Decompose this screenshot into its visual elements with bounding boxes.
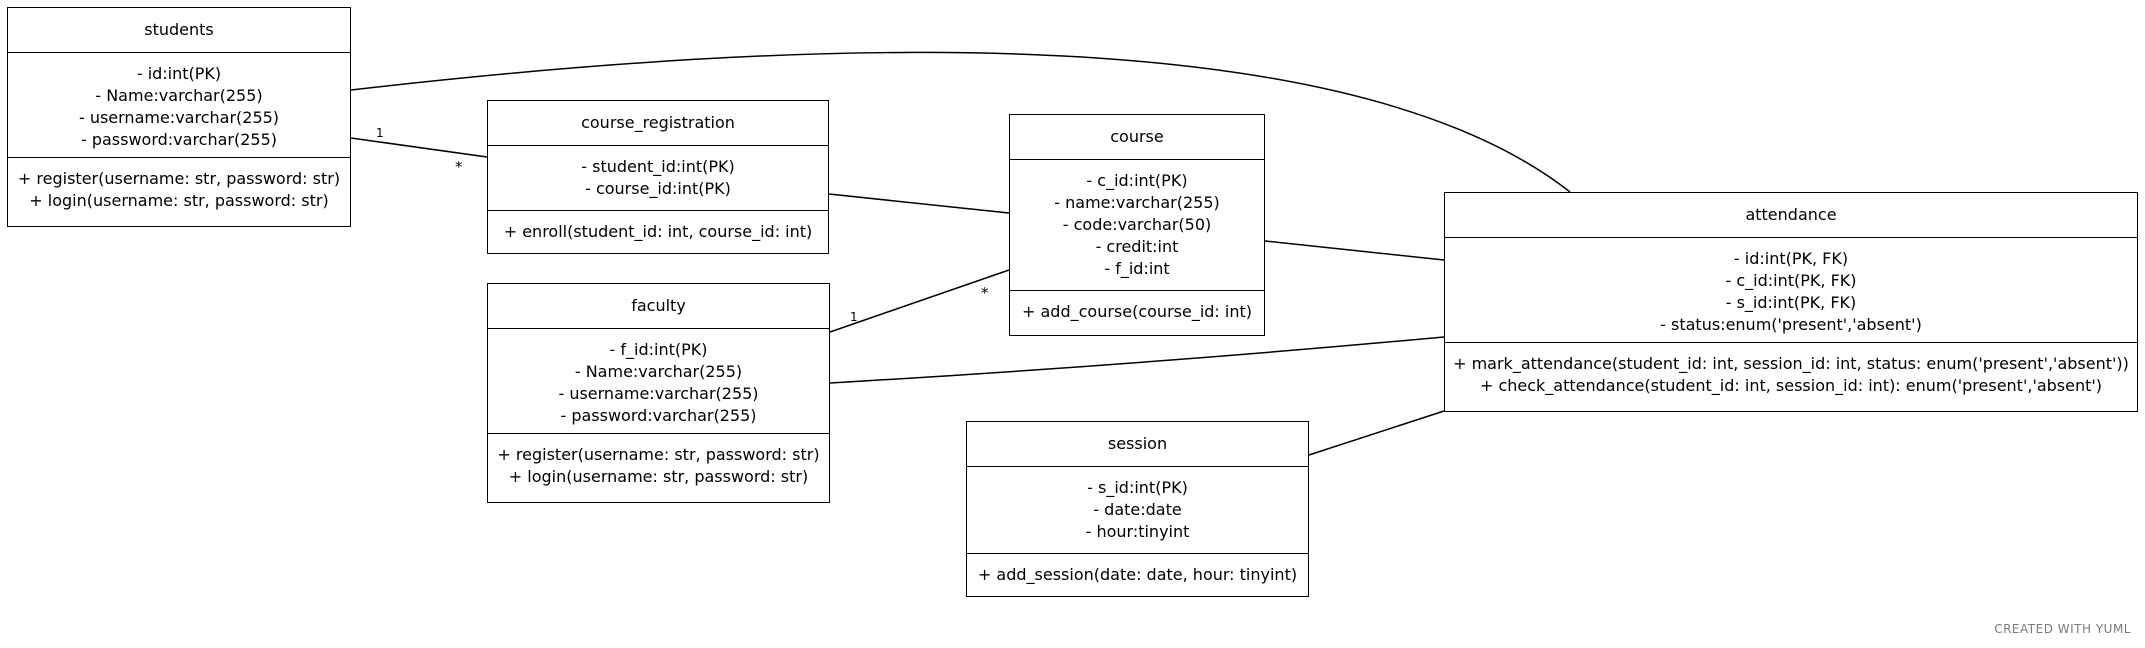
link-registration-course [828, 193, 1010, 214]
attributes-section: - c_id:int(PK) - name:varchar(255) - cod… [1010, 160, 1264, 290]
methods-section: + add_course(course_id: int) [1010, 290, 1264, 331]
class-name: course_registration [488, 101, 828, 146]
method: + add_session(date: date, hour: tinyint) [977, 565, 1298, 584]
method: + enroll(student_id: int, course_id: int… [503, 222, 813, 241]
class-name: students [8, 8, 350, 53]
class-students: students - id:int(PK) - Name:varchar(255… [7, 7, 351, 227]
attribute: - name:varchar(255) [1054, 193, 1220, 212]
attributes-section: - f_id:int(PK) - Name:varchar(255) - use… [488, 329, 829, 433]
attribute: - f_id:int [1104, 259, 1170, 278]
attribute: - code:varchar(50) [1062, 215, 1212, 234]
class-course-registration: course_registration - student_id:int(PK)… [487, 100, 829, 254]
link-faculty-attendance [829, 336, 1445, 384]
attribute: - credit:int [1095, 237, 1179, 256]
mult-faculty-course-one: 1 [850, 310, 858, 324]
attribute: - username:varchar(255) [78, 108, 280, 127]
yuml-credit: CREATED WITH YUML [1994, 622, 2131, 636]
method: + mark_attendance(student_id: int, sessi… [1453, 354, 2129, 373]
attribute: - student_id:int(PK) [581, 157, 735, 176]
attribute: - f_id:int(PK) [609, 340, 708, 359]
attribute: - s_id:int(PK, FK) [1725, 293, 1857, 312]
mult-students-registration-one: 1 [376, 126, 384, 140]
attribute: - course_id:int(PK) [585, 179, 731, 198]
method: + add_course(course_id: int) [1022, 302, 1252, 321]
attributes-section: - id:int(PK, FK) - c_id:int(PK, FK) - s_… [1445, 238, 2137, 342]
attribute: - Name:varchar(255) [574, 362, 743, 381]
method: + check_attendance(student_id: int, sess… [1479, 376, 2103, 395]
attributes-section: - student_id:int(PK) - course_id:int(PK) [488, 146, 828, 210]
attributes-section: - id:int(PK) - Name:varchar(255) - usern… [8, 53, 350, 157]
class-session: session - s_id:int(PK) - date:date - hou… [966, 421, 1309, 597]
mult-faculty-course-many: * [981, 284, 989, 302]
methods-section: + register(username: str, password: str)… [8, 157, 350, 220]
class-name: faculty [488, 284, 829, 329]
attribute: - c_id:int(PK, FK) [1725, 271, 1857, 290]
attribute: - id:int(PK) [136, 64, 222, 83]
method: + register(username: str, password: str) [17, 169, 341, 188]
methods-section: + mark_attendance(student_id: int, sessi… [1445, 342, 2137, 405]
attribute: - password:varchar(255) [560, 406, 757, 425]
link-course-attendance [1264, 240, 1445, 261]
methods-section: + add_session(date: date, hour: tinyint) [967, 553, 1308, 594]
attribute: - c_id:int(PK) [1086, 171, 1188, 190]
attributes-section: - s_id:int(PK) - date:date - hour:tinyin… [967, 467, 1308, 553]
method: + login(username: str, password: str) [29, 191, 329, 210]
link-students-attendance [350, 51, 1571, 193]
attribute: - id:int(PK, FK) [1733, 249, 1849, 268]
attribute: - status:enum('present','absent') [1660, 315, 1922, 334]
attribute: - username:varchar(255) [558, 384, 759, 403]
attribute: - Name:varchar(255) [95, 86, 263, 105]
class-name: session [967, 422, 1308, 467]
attribute: - s_id:int(PK) [1087, 478, 1188, 497]
attribute: - password:varchar(255) [80, 130, 278, 149]
class-course: course - c_id:int(PK) - name:varchar(255… [1009, 114, 1265, 336]
class-faculty: faculty - f_id:int(PK) - Name:varchar(25… [487, 283, 830, 503]
method: + register(username: str, password: str) [497, 445, 820, 464]
attribute: - date:date [1093, 500, 1182, 519]
link-faculty-course [829, 269, 1010, 333]
link-session-attendance [1308, 410, 1445, 456]
methods-section: + register(username: str, password: str)… [488, 433, 829, 496]
methods-section: + enroll(student_id: int, course_id: int… [488, 210, 828, 251]
class-attendance: attendance - id:int(PK, FK) - c_id:int(P… [1444, 192, 2138, 412]
link-students-registration [350, 137, 488, 158]
attribute: - hour:tinyint [1085, 522, 1190, 541]
class-name: course [1010, 115, 1264, 160]
class-name: attendance [1445, 193, 2137, 238]
mult-students-registration-many: * [455, 158, 463, 176]
method: + login(username: str, password: str) [508, 467, 809, 486]
